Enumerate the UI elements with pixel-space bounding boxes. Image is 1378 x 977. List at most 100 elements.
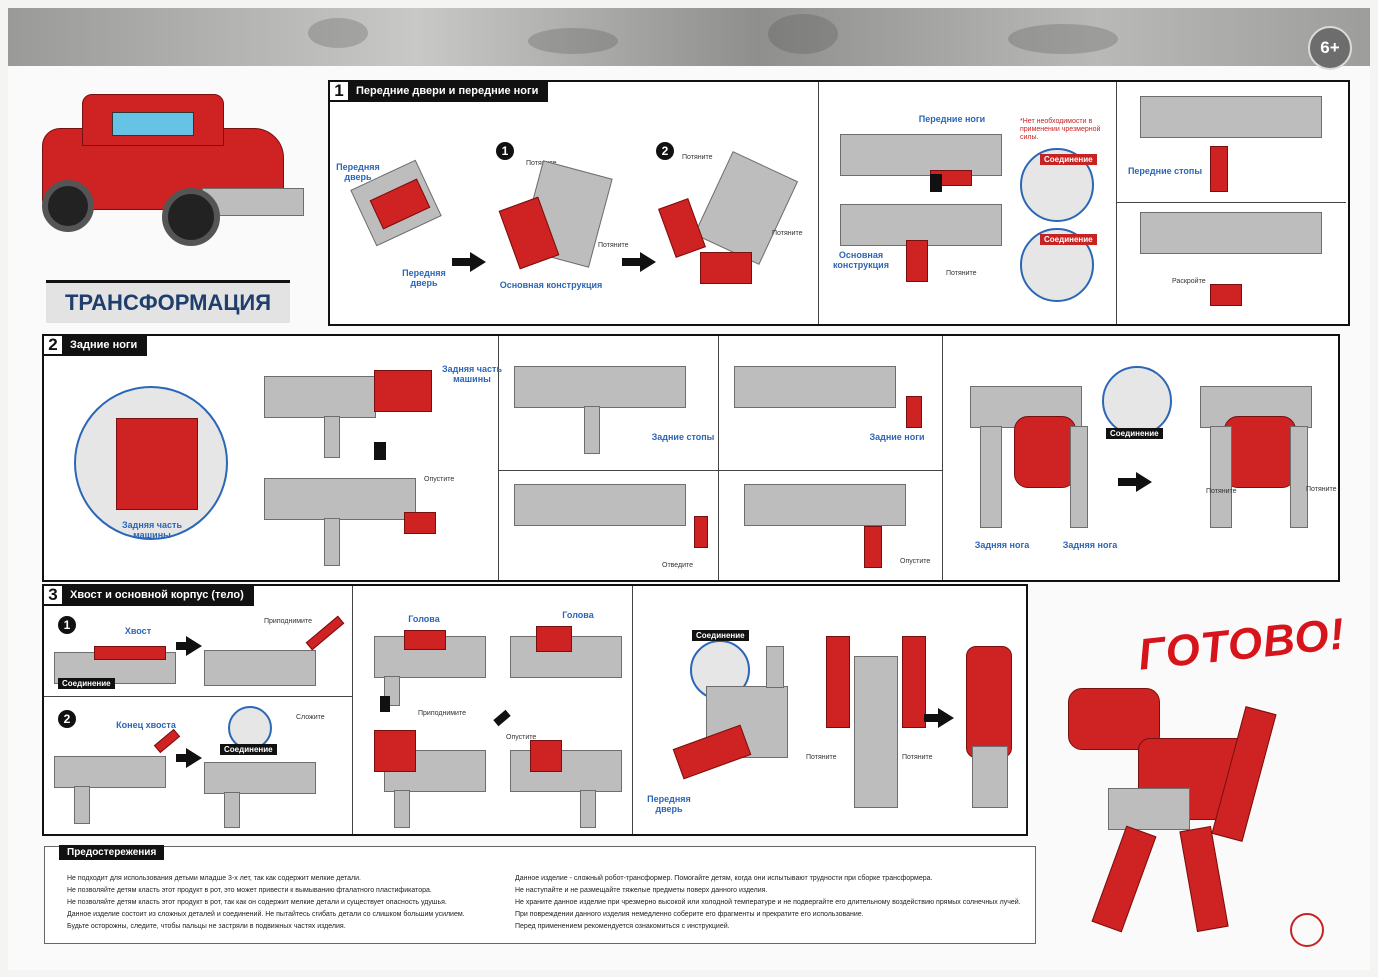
main-structure-label: Основная конструкция [499,280,603,290]
next-arrow-icon-1 [470,252,486,272]
tail-illustration-4 [204,756,344,828]
connection-detail-4 [228,706,272,750]
step3-badge-2: 2 [58,710,76,728]
arrow-bar-3 [1118,478,1138,486]
step3-divider-2 [632,586,633,834]
front-door-label-b: Передняя дверь [402,268,446,288]
pull-hint-3: Потяните [682,154,713,161]
arrow-bar-1 [452,258,472,266]
connection-detail-3 [1102,366,1172,436]
arrow-bar-2 [622,258,642,266]
brand-logo-icon [1290,913,1324,947]
robot-illustration-front-1 [840,126,1010,186]
move-aside-hint: Отведите [662,562,694,569]
step1-number: 1 [328,80,350,102]
front-door-label-3: Передняя дверь [647,794,691,814]
robot-illustration-front-2 [840,200,1010,282]
next-arrow-icon-4 [186,636,202,656]
step1-header: 1 Передние двери и передние ноги [328,80,549,102]
robot-back-illustration-2 [958,636,1018,816]
warning-item: Не позволяйте детям класть этот продукт … [67,899,447,906]
step3-divider-h [44,696,352,697]
down-arrow-icon-2 [374,442,386,460]
step1-divider-h [1116,202,1346,203]
front-feet-label: Передние стопы [1127,166,1203,176]
step1-title: Передние двери и передние ноги [356,85,539,97]
step2-divider-3 [942,336,943,580]
warning-item: Данное изделие состоит из сложных детале… [67,911,465,918]
force-note: *Нет необходимости в применении чрезмерн… [1020,118,1101,141]
lift-hint-2: Приподнимите [418,710,466,717]
warning-item: Не храните данное изделие при чрезмерно … [515,899,1021,906]
rear-part-label-b: Задняя часть машины [122,520,182,540]
lift-hint: Приподнимите [264,618,312,625]
robot-body-illustration-2 [510,606,630,706]
final-robot-image [1048,668,1308,958]
step1-badge-1: 1 [496,142,514,160]
pull-hint-body-a: Потяните [806,754,837,761]
warning-item: Будьте осторожны, следите, чтобы пальцы … [67,923,346,930]
warning-item: Не позволяйте детям класть этот продукт … [67,887,432,894]
robot-illustration-rear-4 [514,476,714,572]
lower-hint: Опустите [424,476,455,483]
next-arrow-icon-7 [938,708,954,728]
step3-number: 3 [42,584,64,606]
robot-body-illustration-4 [510,720,630,828]
connection-tag-3: Соединение [1106,428,1163,439]
tail-label: Хвост [124,626,152,636]
lower-hint-2: Опустите [900,558,931,565]
rear-part-label-a: Задняя часть машины [442,364,502,384]
step2-header: 2 Задние ноги [42,334,148,356]
age-badge: 6+ [1308,26,1352,70]
warning-item: При повреждении данного изделия немедлен… [515,911,864,918]
arrow-bar-5 [176,754,188,762]
pull-hint-rear-a: Потяните [1206,488,1237,495]
rear-leg-label-a: Задняя нога [974,540,1030,550]
next-arrow-icon-5 [186,748,202,768]
next-arrow-icon-2 [640,252,656,272]
front-legs-label: Передние ноги [918,114,986,124]
connection-tag-5: Соединение [220,744,277,755]
arrow-bar-4 [176,642,188,650]
warning-item: Не подходит для использования детьми мла… [67,875,361,882]
connection-tag-1: Соединение [1040,154,1097,165]
robot-legs-illustration-1 [964,376,1094,536]
robot-body-illustration-3 [364,720,494,828]
warnings-left-col: Не подходит для использования детьми мла… [67,873,507,933]
step2-title: Задние ноги [70,339,138,351]
tail-illustration-2 [204,615,345,692]
main-structure-label-2: Основная конструкция [833,250,889,270]
rear-feet-label: Задние стопы [651,432,715,442]
step2-number: 2 [42,334,64,356]
unfold-hint: Раскройте [1172,278,1206,285]
rear-legs-label: Задние ноги [869,432,925,442]
step3-title: Хвост и основной корпус (тело) [70,589,244,601]
pull-hint-2: Потяните [598,242,629,249]
pull-hint-rear-b: Потяните [1306,486,1337,493]
robot-illustration-front-3 [1130,90,1330,200]
robot-illustration-rear-6 [744,476,934,572]
step3-header: 3 Хвост и основной корпус (тело) [42,584,254,606]
robot-legs-illustration-2 [1194,376,1324,536]
step3-divider-1 [352,586,353,834]
rear-leg-label-b: Задняя нога [1062,540,1118,550]
connection-tag-4: Соединение [58,678,115,689]
step2-divider-2 [718,336,719,580]
warnings-title: Предостережения [59,845,165,860]
warning-item: Данное изделие - сложный робот-трансформ… [515,875,933,882]
step1-divider-1 [818,82,819,324]
car-image [22,88,322,258]
robot-illustration-rear-5 [734,356,924,456]
robot-body-illustration-1 [364,606,494,706]
car-illustration-3 [658,151,810,284]
step2-divider-h1 [498,470,942,471]
step2-panel: 2 Задние ноги Задняя часть машины Задняя… [42,334,1340,582]
robot-illustration-rear-1 [264,356,444,458]
connection-tag-2: Соединение [1040,234,1097,245]
warning-item: Не наступайте и не размещайте тяжелые пр… [515,887,768,894]
lower-hint-3: Опустите [506,734,537,741]
robot-illustration-front-4 [1130,204,1330,320]
warnings-box: Предостережения Не подходит для использо… [44,845,1036,944]
head-label-1: Голова [408,614,440,624]
car-illustration-2 [498,160,620,272]
